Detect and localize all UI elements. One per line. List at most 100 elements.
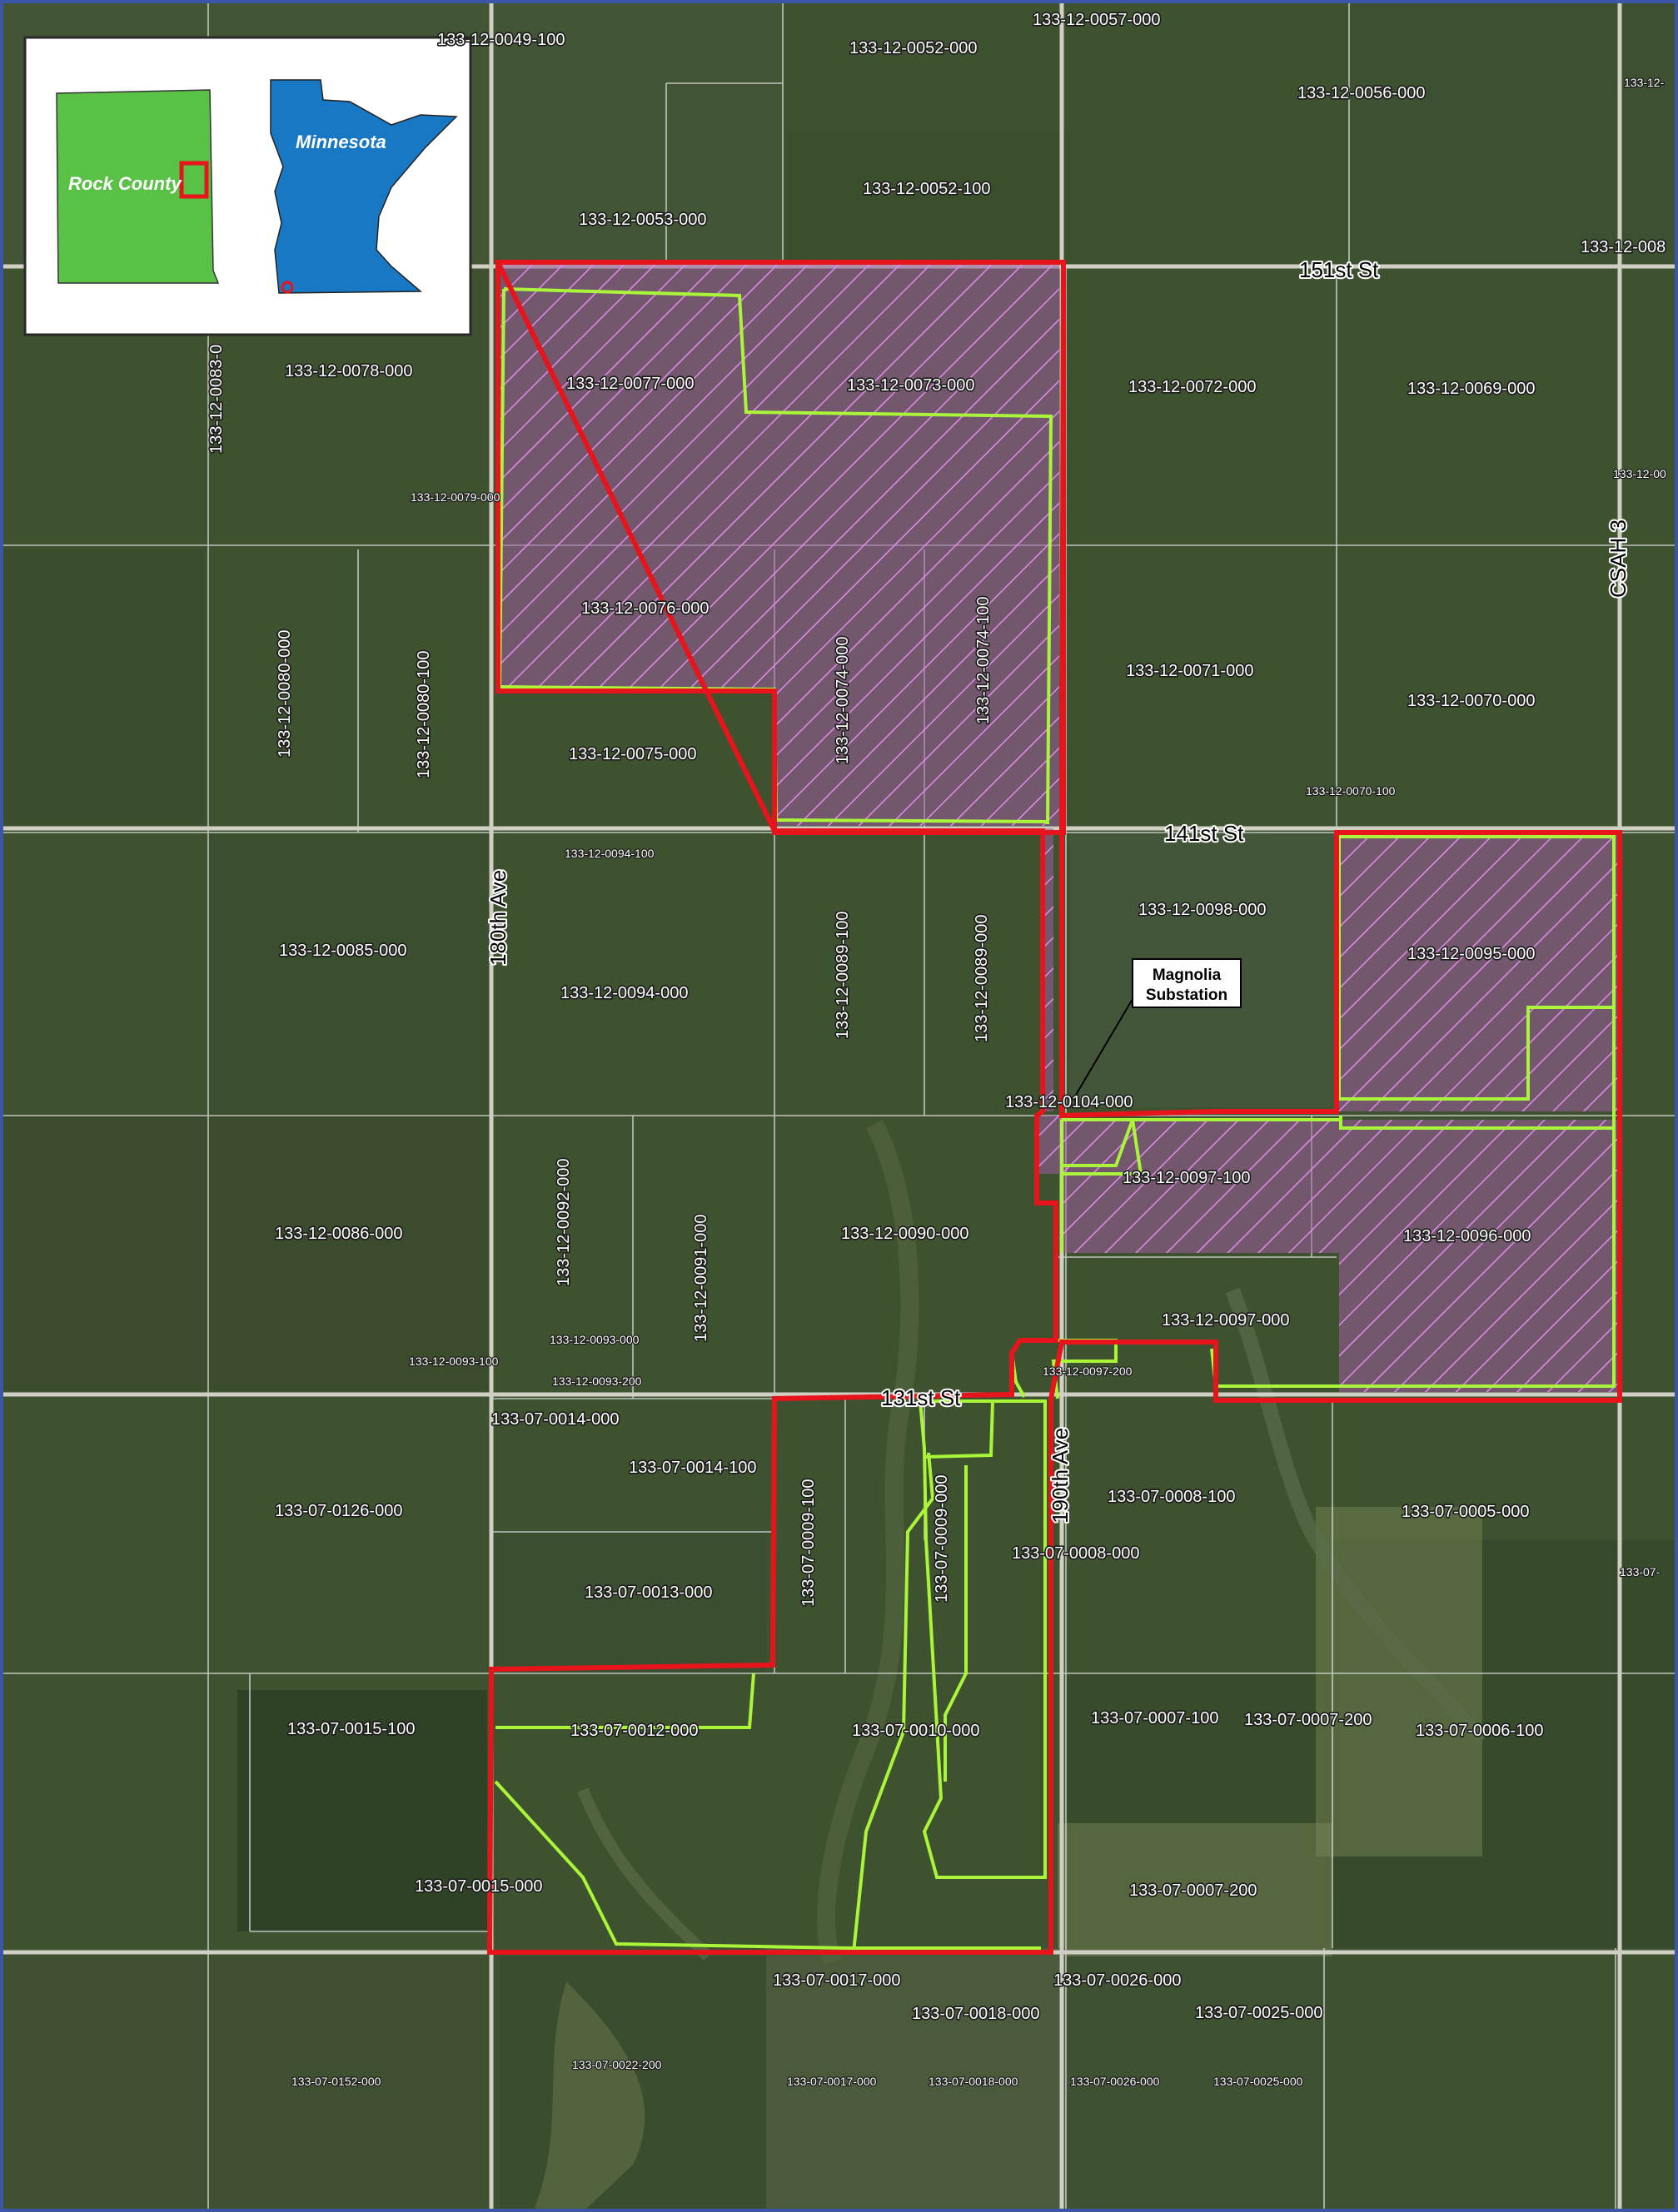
parcel-label: 133-07-0018-000 (912, 2005, 1039, 2023)
road-label-190th: 190th Ave (1048, 1428, 1073, 1524)
parcel-label: 133-07-0005-000 (1402, 1503, 1529, 1521)
parcel-label: 133-07-0006-100 (1416, 1722, 1543, 1740)
parcel-label: 133-07-0008-000 (1012, 1544, 1139, 1563)
project-area-central (1062, 1120, 1617, 1392)
project-parcel-outlines (494, 287, 1616, 1953)
parcel-label: 133-07-0009-100 (799, 1479, 818, 1607)
parcel-label: 133-12-0086-000 (275, 1225, 402, 1243)
parcel-label: 133-07-0025-000 (1213, 2075, 1303, 2088)
parcel-label: 133-12-0052-000 (849, 39, 977, 57)
road-label-180th: 180th Ave (485, 870, 510, 966)
study-boundary (486, 260, 1622, 1955)
parcel-label: 133-12- (1624, 76, 1665, 89)
parcel-label: 133-07-0014-100 (629, 1459, 756, 1477)
parcel-label: 133-12-008 (1581, 238, 1666, 256)
parcel-label: 133-07-0152-000 (291, 2075, 381, 2088)
road-label-141st: 141st St (1164, 821, 1244, 846)
parcel-label: 133-12-0049-100 (437, 31, 565, 49)
parcel-label: 133-12-0069-000 (1407, 380, 1535, 398)
parcel-label: 133-12-0093-000 (550, 1333, 640, 1346)
parcel-label: 133-12-0071-000 (1126, 662, 1253, 680)
project-area-east (1339, 834, 1617, 1111)
parcel-label: 133-12-0077-000 (566, 375, 694, 393)
parcel-label: 133-12-0091-000 (692, 1215, 710, 1342)
parcel-label: 133-07- (1620, 1565, 1661, 1578)
parcel-label: 133-12-0092-000 (555, 1159, 573, 1286)
parcel-label: 133-12-0070-000 (1407, 692, 1535, 710)
project-location-dot (281, 281, 294, 294)
road-label-csah3: CSAH 3 (1606, 519, 1631, 598)
road-label-151st: 151st St (1299, 257, 1379, 282)
parcel-label: 133-07-0007-200 (1244, 1711, 1372, 1729)
parcel-label: 133-12-0095-000 (1407, 945, 1535, 963)
parcel-label: 133-12-0072-000 (1128, 378, 1256, 396)
parcel-label: 133-07-0025-000 (1195, 2004, 1322, 2022)
inset-state-label: Minnesota (296, 132, 386, 152)
parcel-label: 133-12-0052-100 (863, 180, 990, 198)
parcel-label: 133-07-0007-200 (1129, 1881, 1257, 1900)
project-area-north (498, 265, 1059, 826)
parcel-label: 133-12-0080-000 (276, 630, 294, 758)
parcel-label: 133-12-0078-000 (285, 362, 412, 380)
parcel-label: 133-12-0093-100 (409, 1355, 499, 1368)
parcel-label: 133-12-0076-000 (581, 599, 709, 618)
parcel-label: 133-07-0015-000 (415, 1877, 542, 1896)
parcel-label: 133-12-0089-100 (834, 912, 852, 1039)
project-location-marker (179, 161, 209, 199)
parcel-label: 133-12-0056-000 (1297, 84, 1425, 102)
parcel-label: 133-12-0104-000 (1005, 1093, 1133, 1111)
parcel-label: 133-07-0008-100 (1108, 1488, 1235, 1506)
rock-county-shape (56, 89, 220, 284)
parcel-label: 133-07-0012-000 (570, 1722, 698, 1740)
parcel-label: 133-12-0074-100 (974, 597, 993, 724)
parcel-label: 133-12-0094-000 (560, 984, 688, 1002)
parcel-label: 133-12-0079-000 (411, 490, 500, 504)
project-area-strip (1038, 1116, 1062, 1174)
parcel-label: 133-12-0085-000 (279, 942, 406, 960)
parcel-label: 133-07-0126-000 (275, 1502, 402, 1520)
parcel-label: 133-07-0009-000 (933, 1475, 951, 1603)
road-label-131st: 131st St (881, 1385, 961, 1410)
parcel-label: 133-07-0015-100 (287, 1720, 415, 1738)
parcel-label: 133-07-0018-000 (929, 2075, 1018, 2088)
parcel-label: 133-12-0094-100 (565, 847, 655, 860)
parcel-label: 133-07-0007-100 (1091, 1709, 1218, 1727)
parcel-label: 133-07-0014-000 (491, 1410, 619, 1429)
parcel-label: 133-12-0089-000 (973, 915, 991, 1042)
parcel-label: 133-12-0074-000 (834, 637, 852, 764)
project-area-corridor (1043, 828, 1053, 1111)
substation-callout: Magnolia Substation (1075, 958, 1242, 1096)
parcel-label: 133-07-0013-000 (585, 1583, 712, 1602)
parcel-label: 133-07-0017-000 (773, 1971, 900, 1990)
parcel-label: 133-12-00 (1613, 467, 1666, 480)
parcel-label: 133-12-0075-000 (569, 745, 696, 763)
parcel-label: 133-12-0053-000 (579, 211, 706, 229)
parcel-label: 133-07-0022-200 (572, 2058, 662, 2071)
road-labels: 151st St 141st St 131st St 180th Ave 190… (484, 256, 1632, 1525)
parcel-label: 133-12-0070-100 (1306, 784, 1396, 798)
parcel-label: 133-12-0093-200 (552, 1374, 642, 1388)
callout-line2: Substation (1146, 987, 1227, 1004)
parcel-label: 133-12-0080-100 (415, 651, 433, 778)
parcel-label: 133-07-0026-000 (1053, 1971, 1181, 1990)
inset-map: Rock County Minnesota (23, 36, 472, 336)
parcel-label: 133-12-0073-000 (847, 376, 974, 395)
parcel-label: 133-12-0096-000 (1403, 1227, 1531, 1245)
parcel-label: 133-12-0097-200 (1043, 1364, 1133, 1378)
parcel-labels: 133-12-0057-000 133-12-0049-100 133-12-0… (206, 9, 1667, 2089)
parcel-label: 133-12-0090-000 (841, 1225, 968, 1243)
parcel-label: 133-12-0083-0 (207, 345, 226, 454)
parcel-label: 133-12-0057-000 (1033, 11, 1160, 29)
parcel-label: 133-07-0010-000 (852, 1722, 979, 1740)
parcel-label: 133-12-0097-100 (1123, 1169, 1250, 1187)
parcel-label: 133-07-0026-000 (1070, 2075, 1160, 2088)
parcel-label: 133-12-0097-000 (1162, 1311, 1289, 1330)
parcel-label: 133-07-0017-000 (787, 2075, 877, 2088)
parcel-label: 133-12-0098-000 (1138, 901, 1266, 919)
callout-line1: Magnolia (1153, 967, 1222, 984)
inset-county-label: Rock County (68, 173, 182, 194)
project-areas (498, 265, 1617, 1392)
